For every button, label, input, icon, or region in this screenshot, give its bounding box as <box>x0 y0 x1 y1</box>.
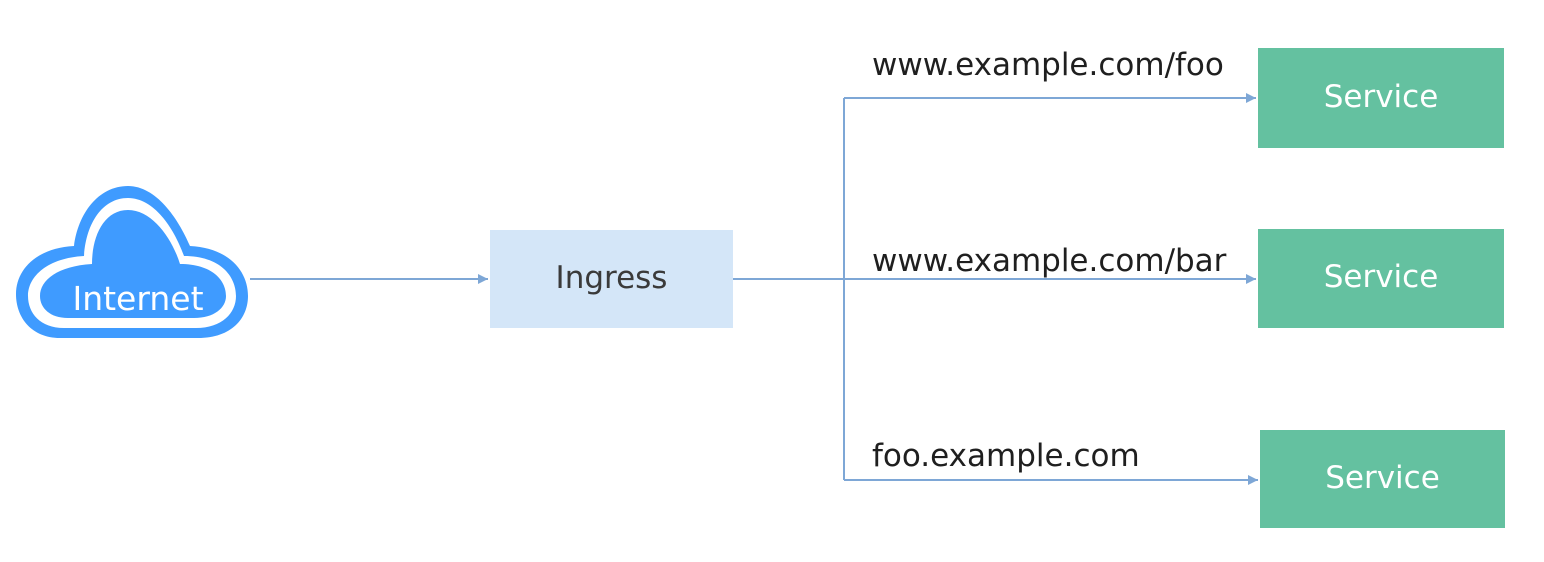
service-node-2 <box>1258 229 1504 328</box>
ingress-node <box>490 230 733 328</box>
route-label-host: foo.example.com <box>872 438 1140 474</box>
service-label-3: Service <box>1325 460 1440 496</box>
service-label-2: Service <box>1323 259 1439 295</box>
route-label-foo: www.example.com/foo <box>872 47 1224 83</box>
service-node-3 <box>1260 430 1505 528</box>
service-label-1: Service <box>1323 79 1439 115</box>
service-node-1 <box>1258 48 1504 148</box>
internet-label: Internet <box>72 279 204 318</box>
ingress-label: Ingress <box>555 260 668 296</box>
route-label-bar: www.example.com/bar <box>872 243 1227 279</box>
cloud-icon <box>16 186 248 338</box>
